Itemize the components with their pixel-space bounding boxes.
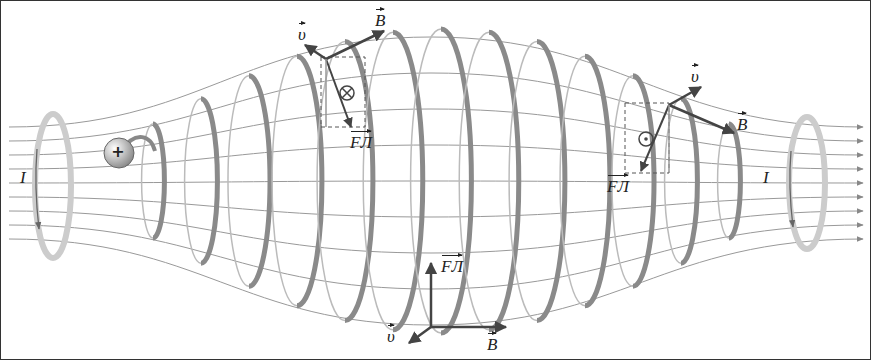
vector-set <box>305 31 384 127</box>
field-line <box>9 181 863 183</box>
vector-set <box>625 87 734 173</box>
field-label: B <box>737 111 747 133</box>
helix-turn <box>297 56 322 305</box>
helix-turn-back <box>228 76 249 286</box>
field-line <box>9 145 863 169</box>
helix-turn-back <box>665 99 681 263</box>
helix-turn-back <box>411 29 441 333</box>
velocity-label: υ <box>691 63 699 85</box>
helix-turn-back <box>560 56 585 305</box>
helix-turn <box>249 76 270 286</box>
current-arrow <box>790 151 793 227</box>
force-label: FЛ <box>441 253 463 275</box>
field-line <box>9 239 863 325</box>
field-line <box>9 37 863 127</box>
positive-charge <box>104 138 134 168</box>
helix-turn-back <box>272 56 297 305</box>
charge-sign: + <box>111 144 124 160</box>
helix-turn-back <box>185 99 201 263</box>
helix-turn <box>345 41 373 320</box>
velocity-label: υ <box>387 323 395 345</box>
field-lines <box>9 37 863 325</box>
current-label: I <box>763 169 769 186</box>
velocity-label: υ <box>298 21 306 43</box>
current-label: I <box>20 169 26 186</box>
helix-turn-back <box>718 124 729 238</box>
current-loop <box>789 117 825 249</box>
vector-set <box>409 263 506 343</box>
helix-turn <box>153 124 164 238</box>
helix-turn <box>729 124 740 238</box>
field-label: B <box>487 331 497 353</box>
helix-turn <box>489 32 519 330</box>
helix-turn <box>441 29 471 333</box>
helix-turn <box>201 99 217 263</box>
current-loop <box>35 114 71 258</box>
helix-trajectory <box>142 29 741 333</box>
helix-turn-back <box>363 32 393 330</box>
field-label: B <box>375 7 385 29</box>
helix-turn-back <box>317 41 345 320</box>
helix-turn <box>681 99 697 263</box>
helix-turn-back <box>459 32 489 330</box>
helix-turn <box>585 56 610 305</box>
current-arrow <box>36 149 39 229</box>
force-label: FЛ <box>607 173 629 195</box>
force-label: FЛ <box>350 129 372 151</box>
helix-turn <box>633 76 654 286</box>
helix-turn-back <box>509 41 537 320</box>
field-line <box>9 197 863 217</box>
